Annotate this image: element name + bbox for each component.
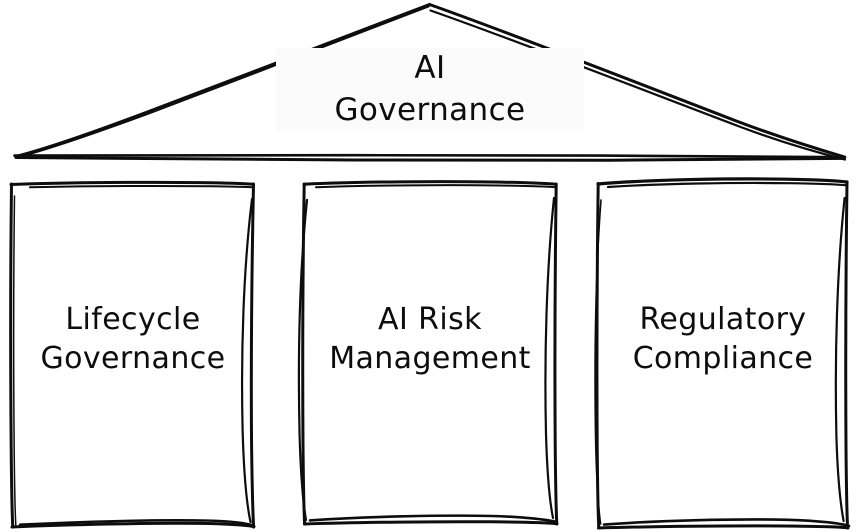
- pillar-shape-lifecycle-governance[interactable]: [9, 180, 256, 529]
- roof-shape[interactable]: [13, 3, 847, 162]
- pillar-shape-regulatory-compliance[interactable]: [594, 177, 851, 530]
- pillar-shape-ai-risk-management[interactable]: [297, 180, 559, 526]
